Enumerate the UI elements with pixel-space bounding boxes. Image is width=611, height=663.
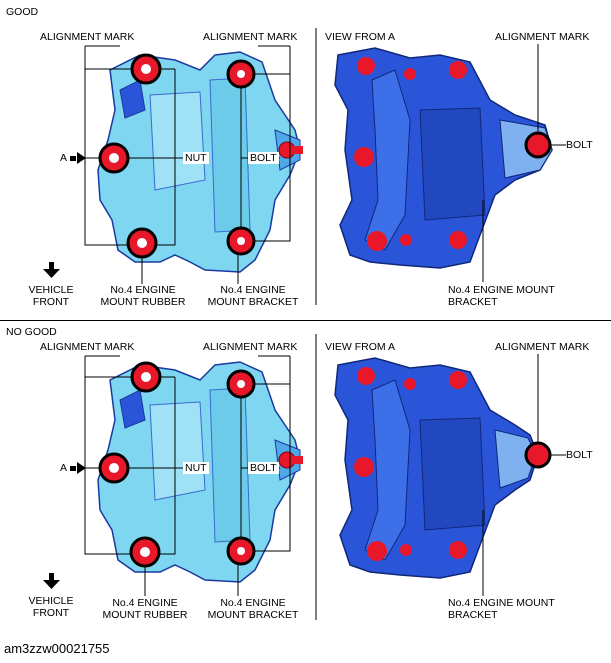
side-bracket-line2: BRACKET bbox=[448, 609, 498, 621]
status-label: NO GOOD bbox=[6, 326, 57, 338]
no-good-illustration bbox=[43, 334, 566, 620]
panel-divider bbox=[0, 320, 611, 321]
bracket-line2: MOUNT BRACKET bbox=[207, 296, 299, 308]
rubber-line2: MOUNT RUBBER bbox=[100, 296, 186, 308]
vehicle-front-label: VEHICLE FRONT bbox=[22, 284, 80, 308]
vehicle-front-arrow-icon bbox=[43, 262, 60, 278]
alignment-mark-left-label: ALIGNMENT MARK bbox=[40, 31, 135, 43]
side-view-bolt bbox=[524, 441, 552, 469]
side-view-bolt bbox=[524, 131, 552, 159]
vehicle-front-line2: FRONT bbox=[32, 296, 70, 308]
bracket-line1: No.4 ENGINE bbox=[220, 284, 286, 296]
arrow-a-text: A bbox=[60, 152, 68, 164]
rubber-line1: No.4 ENGINE bbox=[110, 284, 176, 296]
side-view-leaders bbox=[482, 44, 566, 282]
vehicle-front-line1: VEHICLE bbox=[28, 284, 74, 296]
arrow-a-label: A bbox=[60, 152, 87, 165]
bolt-mid-label: BOLT bbox=[248, 152, 279, 164]
bolt-right-label: BOLT bbox=[566, 139, 593, 151]
side-bracket-line1: No.4 ENGINE MOUNT bbox=[448, 597, 555, 609]
alignment-mark-mid-label: ALIGNMENT MARK bbox=[203, 31, 298, 43]
arrow-a-icon bbox=[77, 152, 87, 165]
view-from-label: VIEW FROM A bbox=[325, 31, 396, 43]
bracket-line1: No.4 ENGINE bbox=[220, 597, 286, 609]
front-view-leaders bbox=[84, 355, 291, 596]
arrow-a-label: A bbox=[60, 462, 87, 475]
arrow-a-icon bbox=[77, 462, 87, 475]
bracket-label: No.4 ENGINE MOUNT BRACKET bbox=[196, 284, 310, 308]
nut-label: NUT bbox=[183, 462, 209, 474]
figure-caption: am3zzw00021755 bbox=[4, 641, 110, 656]
bracket-line2: MOUNT BRACKET bbox=[207, 609, 299, 621]
good-illustration bbox=[43, 28, 566, 305]
side-bracket-line2: BRACKET bbox=[448, 296, 498, 308]
arrow-a-shaft bbox=[70, 155, 77, 161]
arrow-a-shaft bbox=[70, 465, 77, 471]
vehicle-front-arrow-icon bbox=[43, 573, 60, 589]
arrow-a-text: A bbox=[60, 462, 68, 474]
rubber-line2: MOUNT RUBBER bbox=[102, 609, 188, 621]
alignment-mark-right-label: ALIGNMENT MARK bbox=[495, 31, 590, 43]
side-view-mount-bracket bbox=[334, 47, 553, 269]
bolt-right-label: BOLT bbox=[566, 449, 593, 461]
view-from-label: VIEW FROM A bbox=[325, 341, 396, 353]
side-bracket-label: No.4 ENGINE MOUNT BRACKET bbox=[448, 597, 555, 621]
alignment-mark-right-label: ALIGNMENT MARK bbox=[495, 341, 590, 353]
vehicle-front-line2: FRONT bbox=[32, 607, 70, 619]
side-view-mount-bracket bbox=[334, 357, 552, 579]
nut-label: NUT bbox=[183, 152, 209, 164]
rubber-label: No.4 ENGINE MOUNT RUBBER bbox=[88, 284, 198, 308]
alignment-mark-mid-label: ALIGNMENT MARK bbox=[203, 341, 298, 353]
status-label: GOOD bbox=[6, 6, 39, 18]
vehicle-front-line1: VEHICLE bbox=[28, 595, 74, 607]
panel-no-good: NO GOOD ALIGNMENT MARK ALIGNMENT MARK VI… bbox=[0, 320, 611, 632]
side-bracket-label: No.4 ENGINE MOUNT BRACKET bbox=[448, 284, 555, 308]
rubber-line1: No.4 ENGINE bbox=[112, 597, 178, 609]
bolt-mid-label: BOLT bbox=[248, 462, 279, 474]
side-bracket-line1: No.4 ENGINE MOUNT bbox=[448, 284, 555, 296]
bracket-label: No.4 ENGINE MOUNT BRACKET bbox=[196, 597, 310, 621]
panel-good: GOOD ALIGNMENT MARK ALIGNMENT MARK VIEW … bbox=[0, 0, 611, 312]
alignment-mark-left-label: ALIGNMENT MARK bbox=[40, 341, 135, 353]
side-view-leaders bbox=[482, 354, 566, 596]
rubber-label: No.4 ENGINE MOUNT RUBBER bbox=[90, 597, 200, 621]
vehicle-front-label: VEHICLE FRONT bbox=[22, 595, 80, 619]
